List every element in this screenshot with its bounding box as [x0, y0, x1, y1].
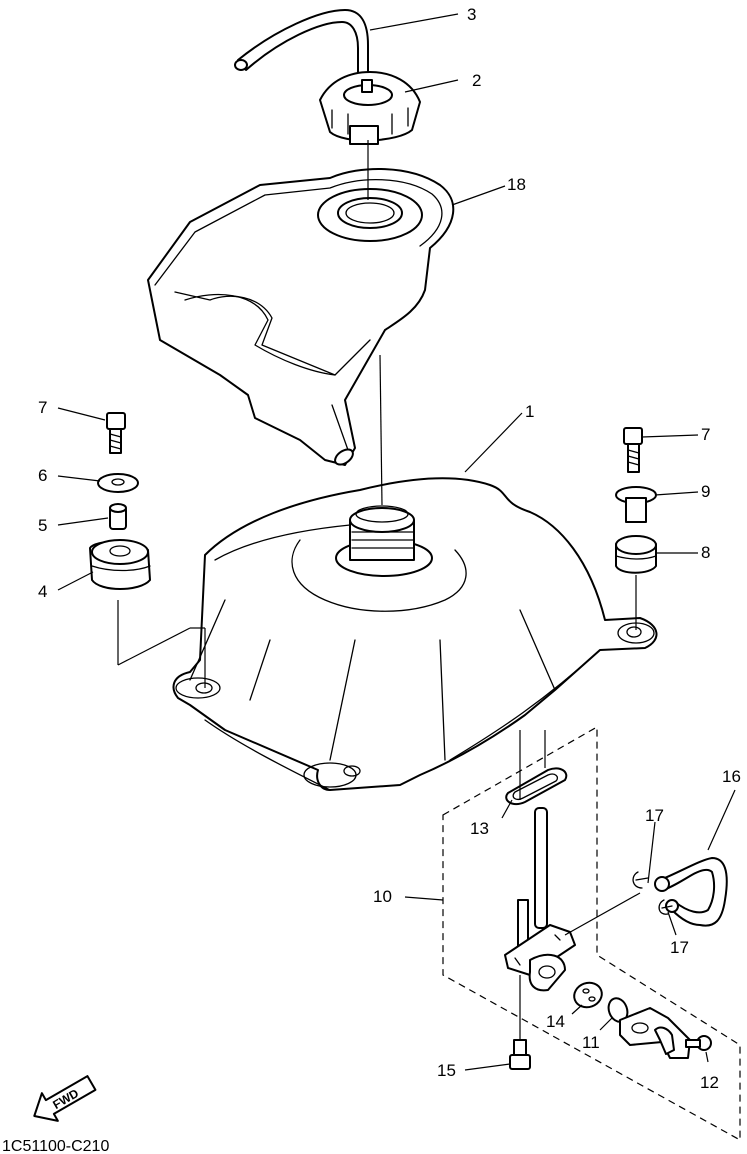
fuel-hose-16-part: [654, 857, 728, 927]
callout-12: 12: [700, 1073, 719, 1092]
right-collar-part: [615, 486, 657, 523]
callout-9: 9: [701, 482, 710, 501]
fwd-arrow-icon: FWD: [33, 1075, 97, 1122]
callout-11: 11: [582, 1033, 600, 1052]
screw-part: [685, 1035, 712, 1051]
washer-part: [97, 473, 139, 493]
callout-14: 14: [546, 1012, 565, 1031]
callout-10: 10: [373, 887, 392, 906]
fuel-cap-part: [319, 71, 421, 145]
gasket-14-part: [573, 981, 603, 1009]
right-damper-part: [615, 535, 657, 574]
callout-2: 2: [472, 71, 481, 90]
left-damper-part: [89, 539, 151, 590]
diagram-code: 1C51100-C210: [2, 1138, 109, 1154]
callout-17-upper: 17: [645, 806, 664, 825]
callout-7-right: 7: [701, 425, 710, 444]
callout-leaders: [57, 13, 736, 1071]
guide-lines: [117, 140, 641, 1040]
callout-13: 13: [470, 819, 489, 838]
fuel-tank-part: [172, 477, 658, 791]
callout-16: 16: [722, 767, 741, 786]
callout-7-left: 7: [38, 398, 47, 417]
collar-part: [109, 503, 127, 530]
tank-cover-part: [147, 167, 455, 466]
callout-3: 3: [467, 5, 476, 24]
hose-clip-lower-part: [658, 899, 673, 915]
callout-4: 4: [38, 582, 47, 601]
callout-18: 18: [507, 175, 526, 194]
callout-8: 8: [701, 543, 710, 562]
callout-15: 15: [437, 1061, 456, 1080]
callout-17-lower: 17: [670, 938, 689, 957]
callout-6: 6: [38, 466, 47, 485]
fuel-cock-part: [504, 807, 576, 992]
drain-bolt-part: [509, 1039, 531, 1070]
left-bolt-part: [106, 412, 126, 454]
hose-clip-upper-part: [632, 871, 649, 889]
callout-1: 1: [525, 402, 534, 421]
right-bolt-part: [623, 427, 643, 473]
lever-plate-part: [619, 1007, 691, 1059]
callout-5: 5: [38, 516, 47, 535]
gasket-13-part: [505, 767, 568, 806]
petcock-group-outline: [442, 725, 741, 1142]
